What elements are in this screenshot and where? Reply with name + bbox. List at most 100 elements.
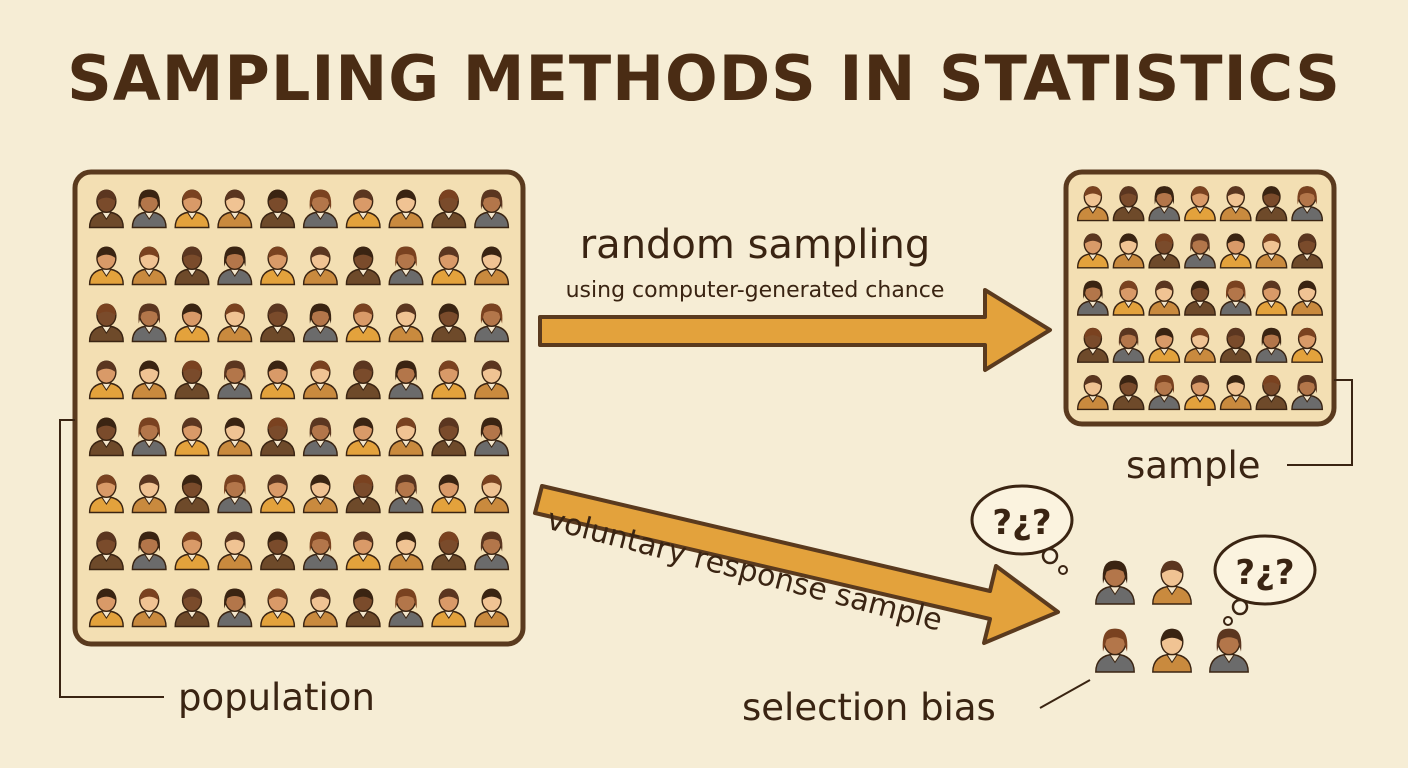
person-icon — [1152, 628, 1192, 673]
person-icon — [1148, 186, 1181, 222]
person-icon — [260, 303, 296, 343]
page-title: SAMPLING METHODS IN STATISTICS — [67, 42, 1341, 115]
thought-bubble-left: ?¿? — [970, 484, 1074, 575]
person-icon — [1184, 280, 1216, 316]
person-icon — [131, 588, 167, 628]
person-icon — [1152, 560, 1192, 605]
person-icon — [474, 303, 510, 343]
thought-marks-left: ?¿? — [992, 503, 1051, 543]
person-icon — [302, 360, 338, 400]
person-icon — [260, 417, 296, 457]
population-people — [88, 189, 510, 628]
person-icon — [345, 474, 381, 514]
person-icon — [474, 246, 510, 286]
thought-marks-right: ?¿? — [1235, 553, 1294, 593]
person-icon — [88, 246, 124, 286]
person-icon — [474, 189, 510, 229]
person-icon — [1219, 280, 1252, 316]
person-icon — [302, 303, 338, 343]
person-icon — [1219, 327, 1252, 363]
person-icon — [474, 360, 510, 400]
person-icon — [174, 303, 210, 343]
person-icon — [131, 189, 167, 229]
random-sampling-label: random sampling — [579, 222, 931, 268]
sample-people — [1076, 186, 1324, 411]
person-icon — [388, 360, 424, 400]
person-icon — [1076, 280, 1109, 316]
person-icon — [388, 588, 424, 628]
person-icon — [1219, 374, 1252, 411]
person-icon — [345, 246, 381, 286]
population-panel — [72, 169, 526, 647]
person-icon — [174, 417, 210, 457]
person-icon — [88, 189, 124, 229]
voluntary-response-arrow — [533, 484, 1060, 645]
person-icon — [174, 474, 210, 514]
person-icon — [88, 417, 124, 457]
person-icon — [1148, 280, 1181, 316]
person-icon — [1219, 186, 1252, 222]
person-icon — [1291, 233, 1324, 269]
sample-label: sample — [1126, 444, 1261, 487]
person-icon — [1148, 374, 1181, 411]
person-icon — [431, 360, 467, 400]
person-icon — [1219, 233, 1252, 269]
person-icon — [388, 246, 424, 286]
person-icon — [388, 189, 424, 229]
person-icon — [1291, 186, 1324, 222]
person-icon — [260, 531, 296, 571]
person-icon — [217, 531, 253, 571]
person-icon — [260, 474, 296, 514]
person-icon — [388, 474, 424, 514]
person-icon — [1255, 280, 1288, 316]
person-icon — [302, 189, 338, 229]
person-icon — [217, 417, 253, 457]
person-icon — [88, 303, 124, 343]
person-icon — [1112, 327, 1145, 363]
person-icon — [260, 360, 296, 400]
person-icon — [88, 360, 124, 400]
random-sampling-arrow — [538, 288, 1052, 372]
population-leader-line — [59, 419, 164, 698]
person-icon — [388, 417, 424, 457]
person-icon — [474, 474, 510, 514]
person-icon — [174, 588, 210, 628]
person-icon — [1184, 374, 1216, 411]
person-icon — [388, 531, 424, 571]
person-icon — [1112, 374, 1145, 411]
selection-bias-label: selection bias — [742, 686, 996, 729]
person-icon — [345, 417, 381, 457]
person-icon — [345, 189, 381, 229]
person-icon — [174, 189, 210, 229]
person-icon — [1112, 186, 1145, 222]
person-icon — [131, 246, 167, 286]
person-icon — [1076, 374, 1109, 411]
thought-bubble-right: ?¿? — [1213, 534, 1317, 626]
biased-group-people — [1095, 560, 1249, 673]
person-icon — [1112, 233, 1145, 269]
person-icon — [302, 474, 338, 514]
person-icon — [302, 417, 338, 457]
person-icon — [1076, 327, 1109, 363]
person-icon — [88, 531, 124, 571]
person-icon — [345, 303, 381, 343]
person-icon — [131, 531, 167, 571]
person-icon — [174, 531, 210, 571]
person-icon — [217, 189, 253, 229]
person-icon — [217, 303, 253, 343]
person-icon — [431, 303, 467, 343]
person-icon — [345, 360, 381, 400]
person-icon — [131, 474, 167, 514]
person-icon — [302, 588, 338, 628]
person-icon — [345, 531, 381, 571]
person-icon — [217, 588, 253, 628]
person-icon — [217, 360, 253, 400]
sample-leader-line — [1287, 379, 1353, 466]
person-icon — [174, 360, 210, 400]
person-icon — [88, 588, 124, 628]
person-icon — [302, 531, 338, 571]
person-icon — [1255, 327, 1288, 363]
person-icon — [131, 303, 167, 343]
